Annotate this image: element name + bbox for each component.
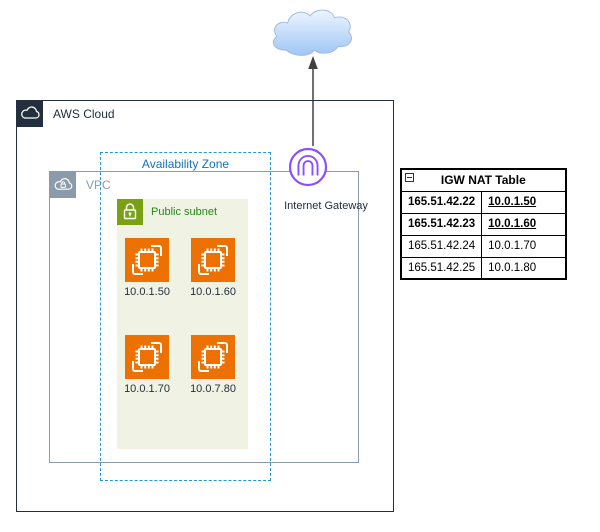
nat-table-row: 165.51.42.23 10.0.1.60 [400,212,567,236]
private-ip-cell: 10.0.1.50 [481,190,567,214]
public-subnet-label: Public subnet [151,206,218,218]
subnet-lock-icon [117,199,143,225]
igw-nat-table: IGW NAT Table 165.51.42.22 10.0.1.50 165… [400,168,567,280]
internet-cloud-icon [272,9,352,56]
private-ip-cell: 10.0.1.60 [481,212,567,236]
collapse-icon[interactable] [405,173,414,182]
ec2-instance-icon [191,238,235,282]
vpc-label: VPC [86,178,111,192]
ec2-instance-2: 10.0.1.60 [190,238,236,298]
nat-table-header: IGW NAT Table [400,168,567,192]
nat-table-row: 165.51.42.25 10.0.1.80 [400,256,567,280]
public-subnet-header: Public subnet [117,199,248,225]
aws-cloud-group: AWS Cloud VPC Availability Zone [16,100,394,512]
vpc-header: VPC [50,172,358,198]
private-ip-cell: 10.0.1.80 [481,256,567,280]
nat-table-row: 165.51.42.24 10.0.1.70 [400,234,567,258]
public-ip-cell: 165.51.42.25 [400,256,483,280]
private-ip-cell: 10.0.1.70 [481,234,567,258]
vpc-group: VPC [49,171,359,463]
nat-table-row: 165.51.42.22 10.0.1.50 [400,190,567,214]
ec2-instance-4: 10.0.7.80 [190,335,236,395]
aws-cloud-label: AWS Cloud [53,107,115,121]
ec2-instance-ip: 10.0.1.60 [190,286,236,298]
ec2-instance-ip: 10.0.1.70 [124,383,170,395]
nat-table-title: IGW NAT Table [440,173,526,188]
ec2-instance-icon [125,238,169,282]
public-ip-cell: 165.51.42.22 [400,190,483,214]
ec2-instance-3: 10.0.1.70 [124,335,170,395]
public-subnet-group: Public subnet 10.0.1.50 [117,199,248,449]
availability-zone-label: Availability Zone [141,157,230,171]
internet-gateway-icon [288,147,328,187]
public-ip-cell: 165.51.42.23 [400,212,483,236]
internet-gateway-label: Internet Gateway [284,200,368,212]
aws-cloud-header: AWS Cloud [17,101,393,127]
ec2-instance-icon [191,335,235,379]
ec2-instance-1: 10.0.1.50 [124,238,170,298]
aws-cloud-icon [17,101,43,127]
vpc-icon [50,172,76,198]
availability-zone-group: Availability Zone [100,152,271,481]
ec2-instance-icon [125,335,169,379]
public-ip-cell: 165.51.42.24 [400,234,483,258]
ec2-instance-ip: 10.0.7.80 [190,383,236,395]
igw-to-internet-arrow [308,56,318,146]
ec2-instance-ip: 10.0.1.50 [124,286,170,298]
